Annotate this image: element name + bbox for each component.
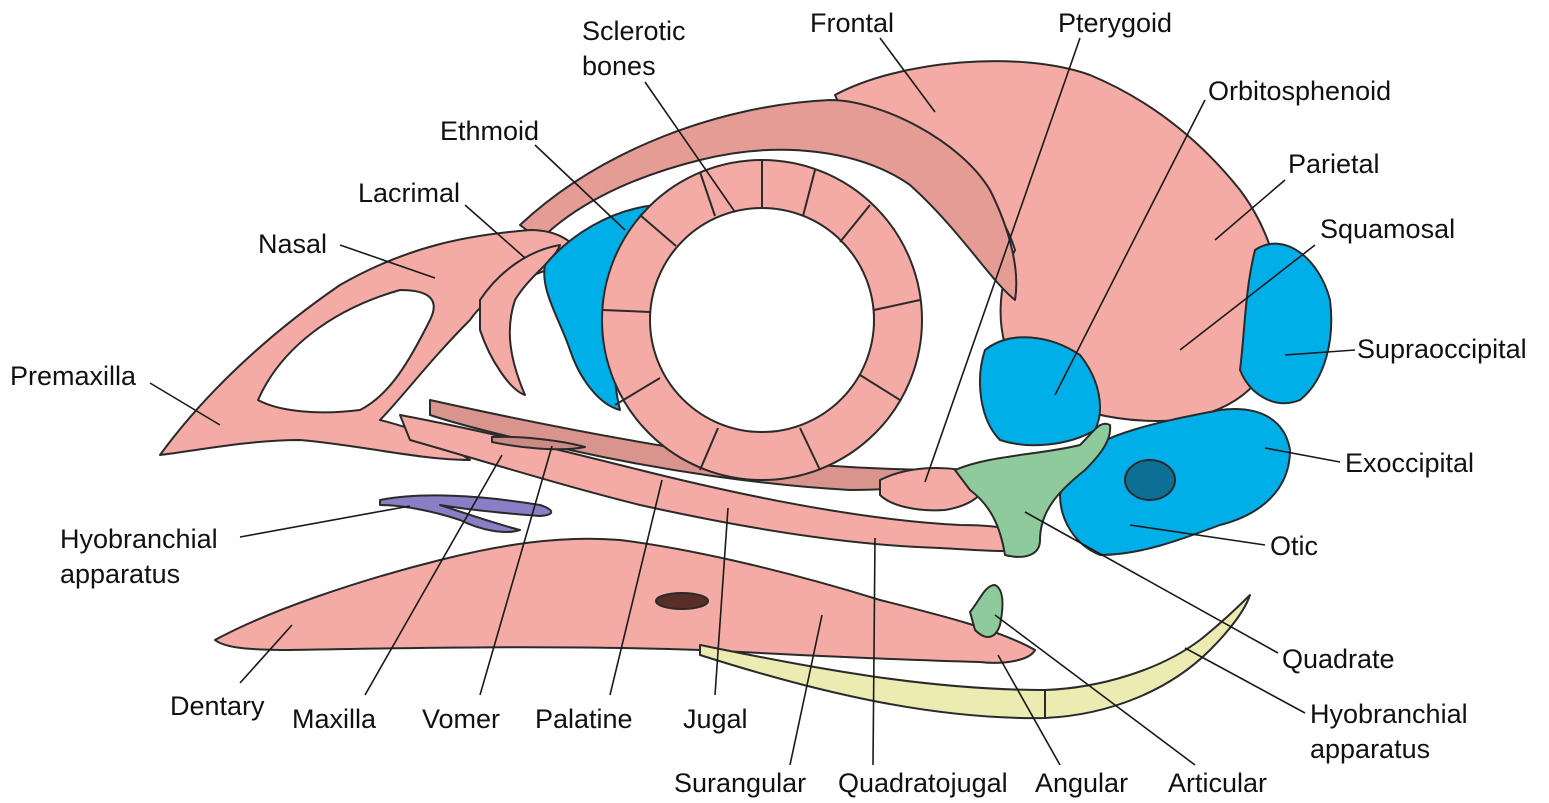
label-jugal: Jugal: [683, 704, 748, 734]
label-pterygoid: Pterygoid: [1058, 8, 1172, 38]
label-palatine: Palatine: [535, 704, 633, 734]
label-quadrate: Quadrate: [1282, 644, 1395, 674]
label-hyobranchial-right-line1: Hyobranchial: [1310, 699, 1468, 729]
label-nasal: Nasal: [258, 229, 327, 259]
label-supraoccipital: Supraoccipital: [1357, 334, 1527, 364]
mandibular-fenestra: [656, 593, 708, 609]
lower-jaw-bone: [215, 539, 1035, 663]
label-sclerotic-line2: bones: [582, 51, 656, 81]
label-dentary: Dentary: [170, 691, 265, 721]
label-articular: Articular: [1168, 768, 1267, 798]
label-angular: Angular: [1035, 768, 1128, 798]
label-sclerotic-line1: Sclerotic: [582, 16, 686, 46]
label-quadratojugal: Quadratojugal: [838, 768, 1008, 798]
skull-illustration: [160, 61, 1331, 718]
label-frontal: Frontal: [810, 8, 894, 38]
label-hyobranchial-left-line1: Hyobranchial: [60, 524, 218, 554]
label-premaxilla: Premaxilla: [10, 361, 137, 391]
label-otic: Otic: [1270, 531, 1318, 561]
label-hyobranchial-right-line2: apparatus: [1310, 734, 1430, 764]
label-surangular: Surangular: [674, 768, 806, 798]
label-lacrimal: Lacrimal: [358, 178, 460, 208]
articular-bone: [970, 585, 1002, 637]
label-maxilla: Maxilla: [292, 704, 377, 734]
label-vomer: Vomer: [422, 704, 500, 734]
label-squamosal: Squamosal: [1320, 214, 1455, 244]
leader-hyobranchial-left: [240, 506, 410, 537]
sclerotic-ring: [602, 160, 922, 480]
leader-quadratojugal: [873, 538, 875, 765]
label-hyobranchial-left-line2: apparatus: [60, 559, 180, 589]
hyobranchial-purple: [380, 495, 551, 532]
foramen-magnum: [1125, 460, 1175, 500]
label-exoccipital: Exoccipital: [1345, 448, 1474, 478]
label-ethmoid: Ethmoid: [440, 116, 539, 146]
label-parietal: Parietal: [1288, 149, 1380, 179]
label-orbitosphenoid: Orbitosphenoid: [1208, 76, 1391, 106]
